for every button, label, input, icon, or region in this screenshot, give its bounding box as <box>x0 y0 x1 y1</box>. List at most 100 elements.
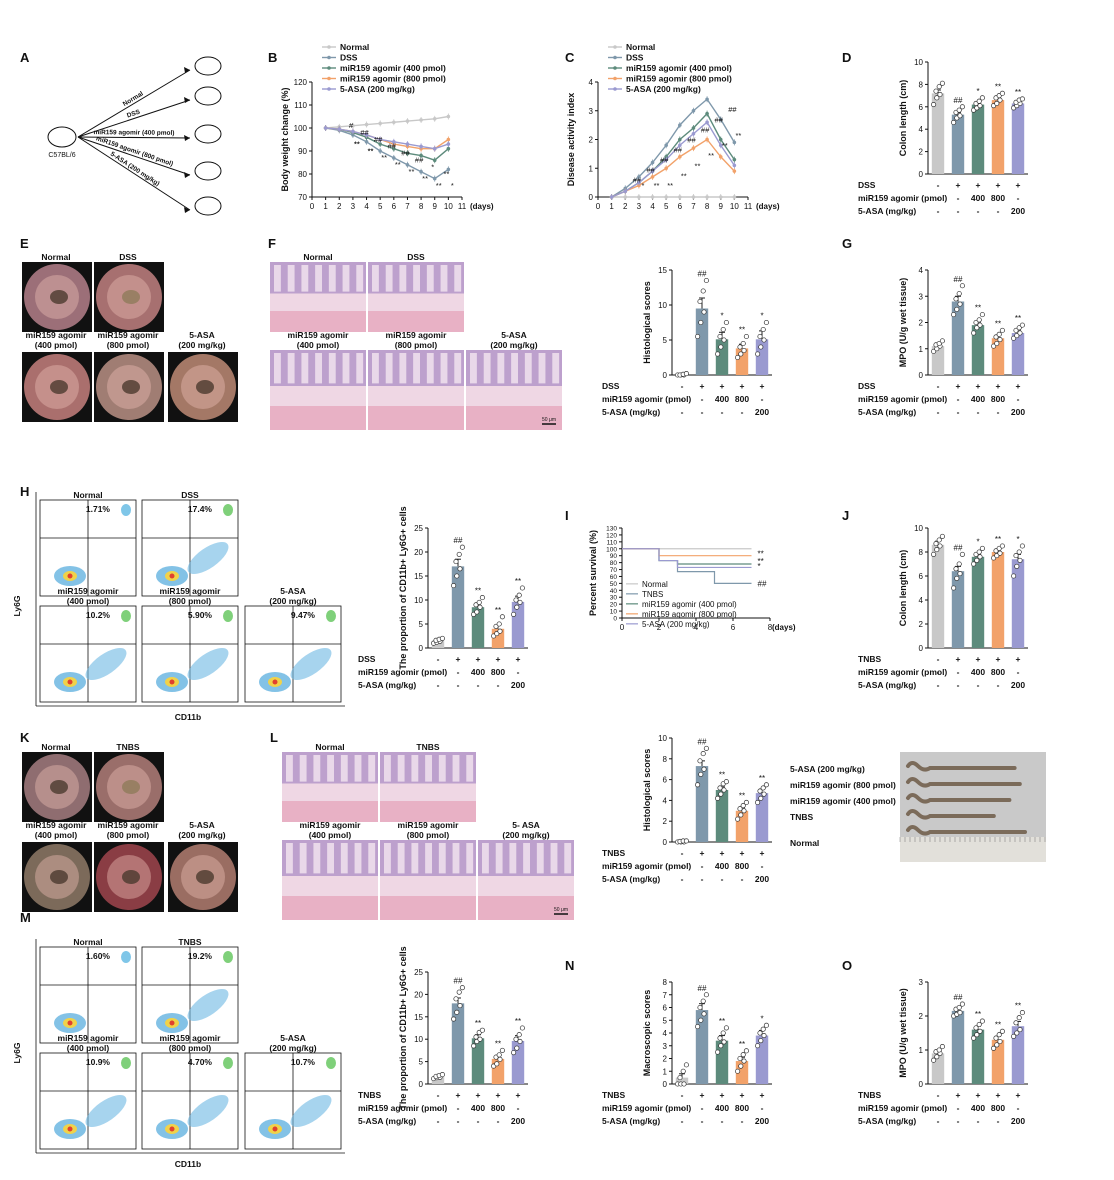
data-point <box>979 312 985 318</box>
crypt <box>384 755 391 782</box>
treatment-value: - <box>977 1116 980 1126</box>
data-point <box>933 88 939 94</box>
legend-label: miR159 agomir (400 pmol) <box>642 600 737 609</box>
histology-muscle <box>478 896 574 920</box>
y-tick-label: 0 <box>663 1080 668 1089</box>
quadrant-percent: 1.71% <box>86 504 111 514</box>
data-point <box>763 782 769 788</box>
y-tick-label: 90 <box>298 147 307 156</box>
treatment-value: - <box>977 680 980 690</box>
data-point <box>735 1068 741 1074</box>
treatment-value: + <box>456 654 461 664</box>
data-point <box>456 989 462 995</box>
treatment-row-label: miR159 agomir (pmol) <box>358 667 447 677</box>
histology-muscle <box>380 801 476 822</box>
crypt <box>452 843 460 874</box>
significance-mark: ## <box>660 156 669 165</box>
y-tick-label: 10 <box>610 609 618 616</box>
treatment-value: 400 <box>971 667 985 677</box>
data-point <box>681 1081 687 1087</box>
y-tick-label: 0 <box>419 1080 424 1089</box>
legend-marker <box>327 55 331 60</box>
image-label: Normal <box>41 252 70 262</box>
data-point <box>741 1058 747 1064</box>
data-point <box>717 785 723 791</box>
cell-cluster-peak <box>169 679 175 685</box>
data-point <box>683 1062 689 1068</box>
image-label: (200 mg/kg) <box>502 830 549 840</box>
data-point <box>695 1024 701 1030</box>
y-tick-label: 4 <box>663 1029 668 1038</box>
y-tick-label: 0 <box>589 193 594 202</box>
treatment-value: - <box>681 1103 684 1113</box>
flow-title: TNBS <box>178 937 201 947</box>
quadrant-percent: 10.2% <box>86 610 111 620</box>
y-tick-label: 8 <box>663 755 668 764</box>
legend-label: Normal <box>626 42 655 52</box>
data-point <box>700 751 706 757</box>
data-point <box>723 1025 729 1031</box>
data-point <box>1017 330 1023 336</box>
panel-letter-d: D <box>842 50 851 65</box>
data-point <box>697 298 703 305</box>
data-point <box>760 1026 766 1032</box>
significance-mark: ** <box>739 1040 745 1049</box>
panel-letter-n: N <box>565 958 574 973</box>
image-label: (800 pmol) <box>395 340 438 350</box>
significance-mark: ** <box>975 304 981 313</box>
significance-mark: ** <box>995 535 1001 544</box>
crypt <box>342 265 350 292</box>
y-tick-label: 10 <box>414 596 423 605</box>
significance-mark: * <box>1016 535 1019 544</box>
data-point <box>1011 335 1017 341</box>
mouse-icon <box>194 56 222 76</box>
y-tick-label: 6 <box>663 1004 668 1013</box>
data-point <box>937 91 943 98</box>
data-point <box>454 1009 460 1015</box>
treatment-value: - <box>937 1090 940 1100</box>
data-point <box>737 344 743 350</box>
data-point <box>451 1016 457 1022</box>
significance-mark: ** <box>495 1039 501 1048</box>
data-point <box>1011 573 1017 579</box>
data-point <box>496 621 502 627</box>
data-point <box>979 1018 985 1024</box>
treatment-value: - <box>957 394 960 404</box>
treatment-value: - <box>937 394 940 404</box>
treatment-value: - <box>457 680 460 690</box>
treatment-value: - <box>957 667 960 677</box>
bar <box>951 301 965 375</box>
data-point <box>755 351 761 357</box>
crypt <box>372 265 379 292</box>
data-point <box>956 1004 962 1011</box>
colon-photo-label: miR159 agomir (400 pmol) <box>790 796 896 806</box>
data-point <box>954 306 960 312</box>
data-point <box>471 1043 477 1049</box>
treatment-value: - <box>437 1116 440 1126</box>
data-point <box>721 787 727 793</box>
data-point <box>703 277 709 284</box>
x-tick-label: 7 <box>405 202 410 211</box>
x-axis-label: (days) <box>756 202 780 211</box>
bar <box>951 1010 965 1084</box>
y-tick-label: 15 <box>414 1013 423 1022</box>
treatment-value: 200 <box>755 407 769 417</box>
treatment-value: - <box>957 206 960 216</box>
data-point <box>977 554 983 560</box>
significance-mark: ** <box>354 139 360 148</box>
treatment-value: + <box>720 1090 725 1100</box>
treatment-row-label: miR159 agomir (pmol) <box>602 1103 691 1113</box>
data-point <box>439 1072 445 1078</box>
legend-marker <box>613 55 617 60</box>
data-point <box>695 333 701 340</box>
y-tick-label: 4 <box>919 596 924 605</box>
data-point <box>994 100 1000 106</box>
data-point <box>499 1047 505 1053</box>
significance-mark: ## <box>954 96 963 105</box>
crypt <box>536 843 544 874</box>
scale-bar-label: 50 μm <box>542 417 556 423</box>
data-point <box>683 371 689 377</box>
bar <box>695 766 709 842</box>
